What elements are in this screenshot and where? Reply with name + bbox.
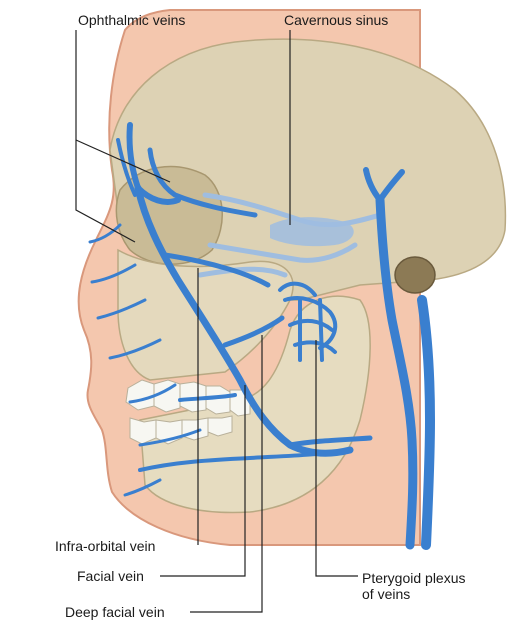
label-ophthalmic-veins: Ophthalmic veins	[78, 12, 186, 28]
label-pterygoid-line2: of veins	[362, 586, 411, 602]
label-infraorbital-vein: Infra-orbital vein	[55, 538, 156, 554]
cavernous-sinus-shape	[270, 217, 354, 247]
pterygoid-plexus	[278, 281, 338, 362]
label-pterygoid-line1: Pterygoid plexus	[362, 570, 466, 586]
label-deep-facial-vein: Deep facial vein	[65, 604, 165, 620]
facial-tributaries	[88, 223, 202, 497]
ophthalmic-vein-2	[147, 147, 258, 218]
label-facial-vein: Facial vein	[77, 568, 144, 584]
teeth	[125, 379, 251, 445]
veins	[116, 122, 435, 550]
label-cavernous-sinus: Cavernous sinus	[284, 12, 389, 28]
leader-facial	[160, 385, 246, 577]
internal-jugular-vein	[417, 295, 435, 550]
leader-lines	[75, 30, 358, 613]
leader-deep-facial	[190, 335, 263, 613]
facial-vein	[134, 184, 354, 457]
retromandibular-vein	[375, 195, 418, 550]
external-acoustic-meatus	[394, 256, 436, 294]
leader-ophthalmic-2	[75, 139, 171, 183]
infraorbital-vein	[162, 252, 271, 288]
leader-ophthalmic	[75, 30, 136, 243]
label-pterygoid-plexus: Pterygoid plexus of veins	[362, 570, 512, 602]
leader-pterygoid	[315, 340, 358, 577]
deep-facial-vein	[222, 315, 285, 348]
